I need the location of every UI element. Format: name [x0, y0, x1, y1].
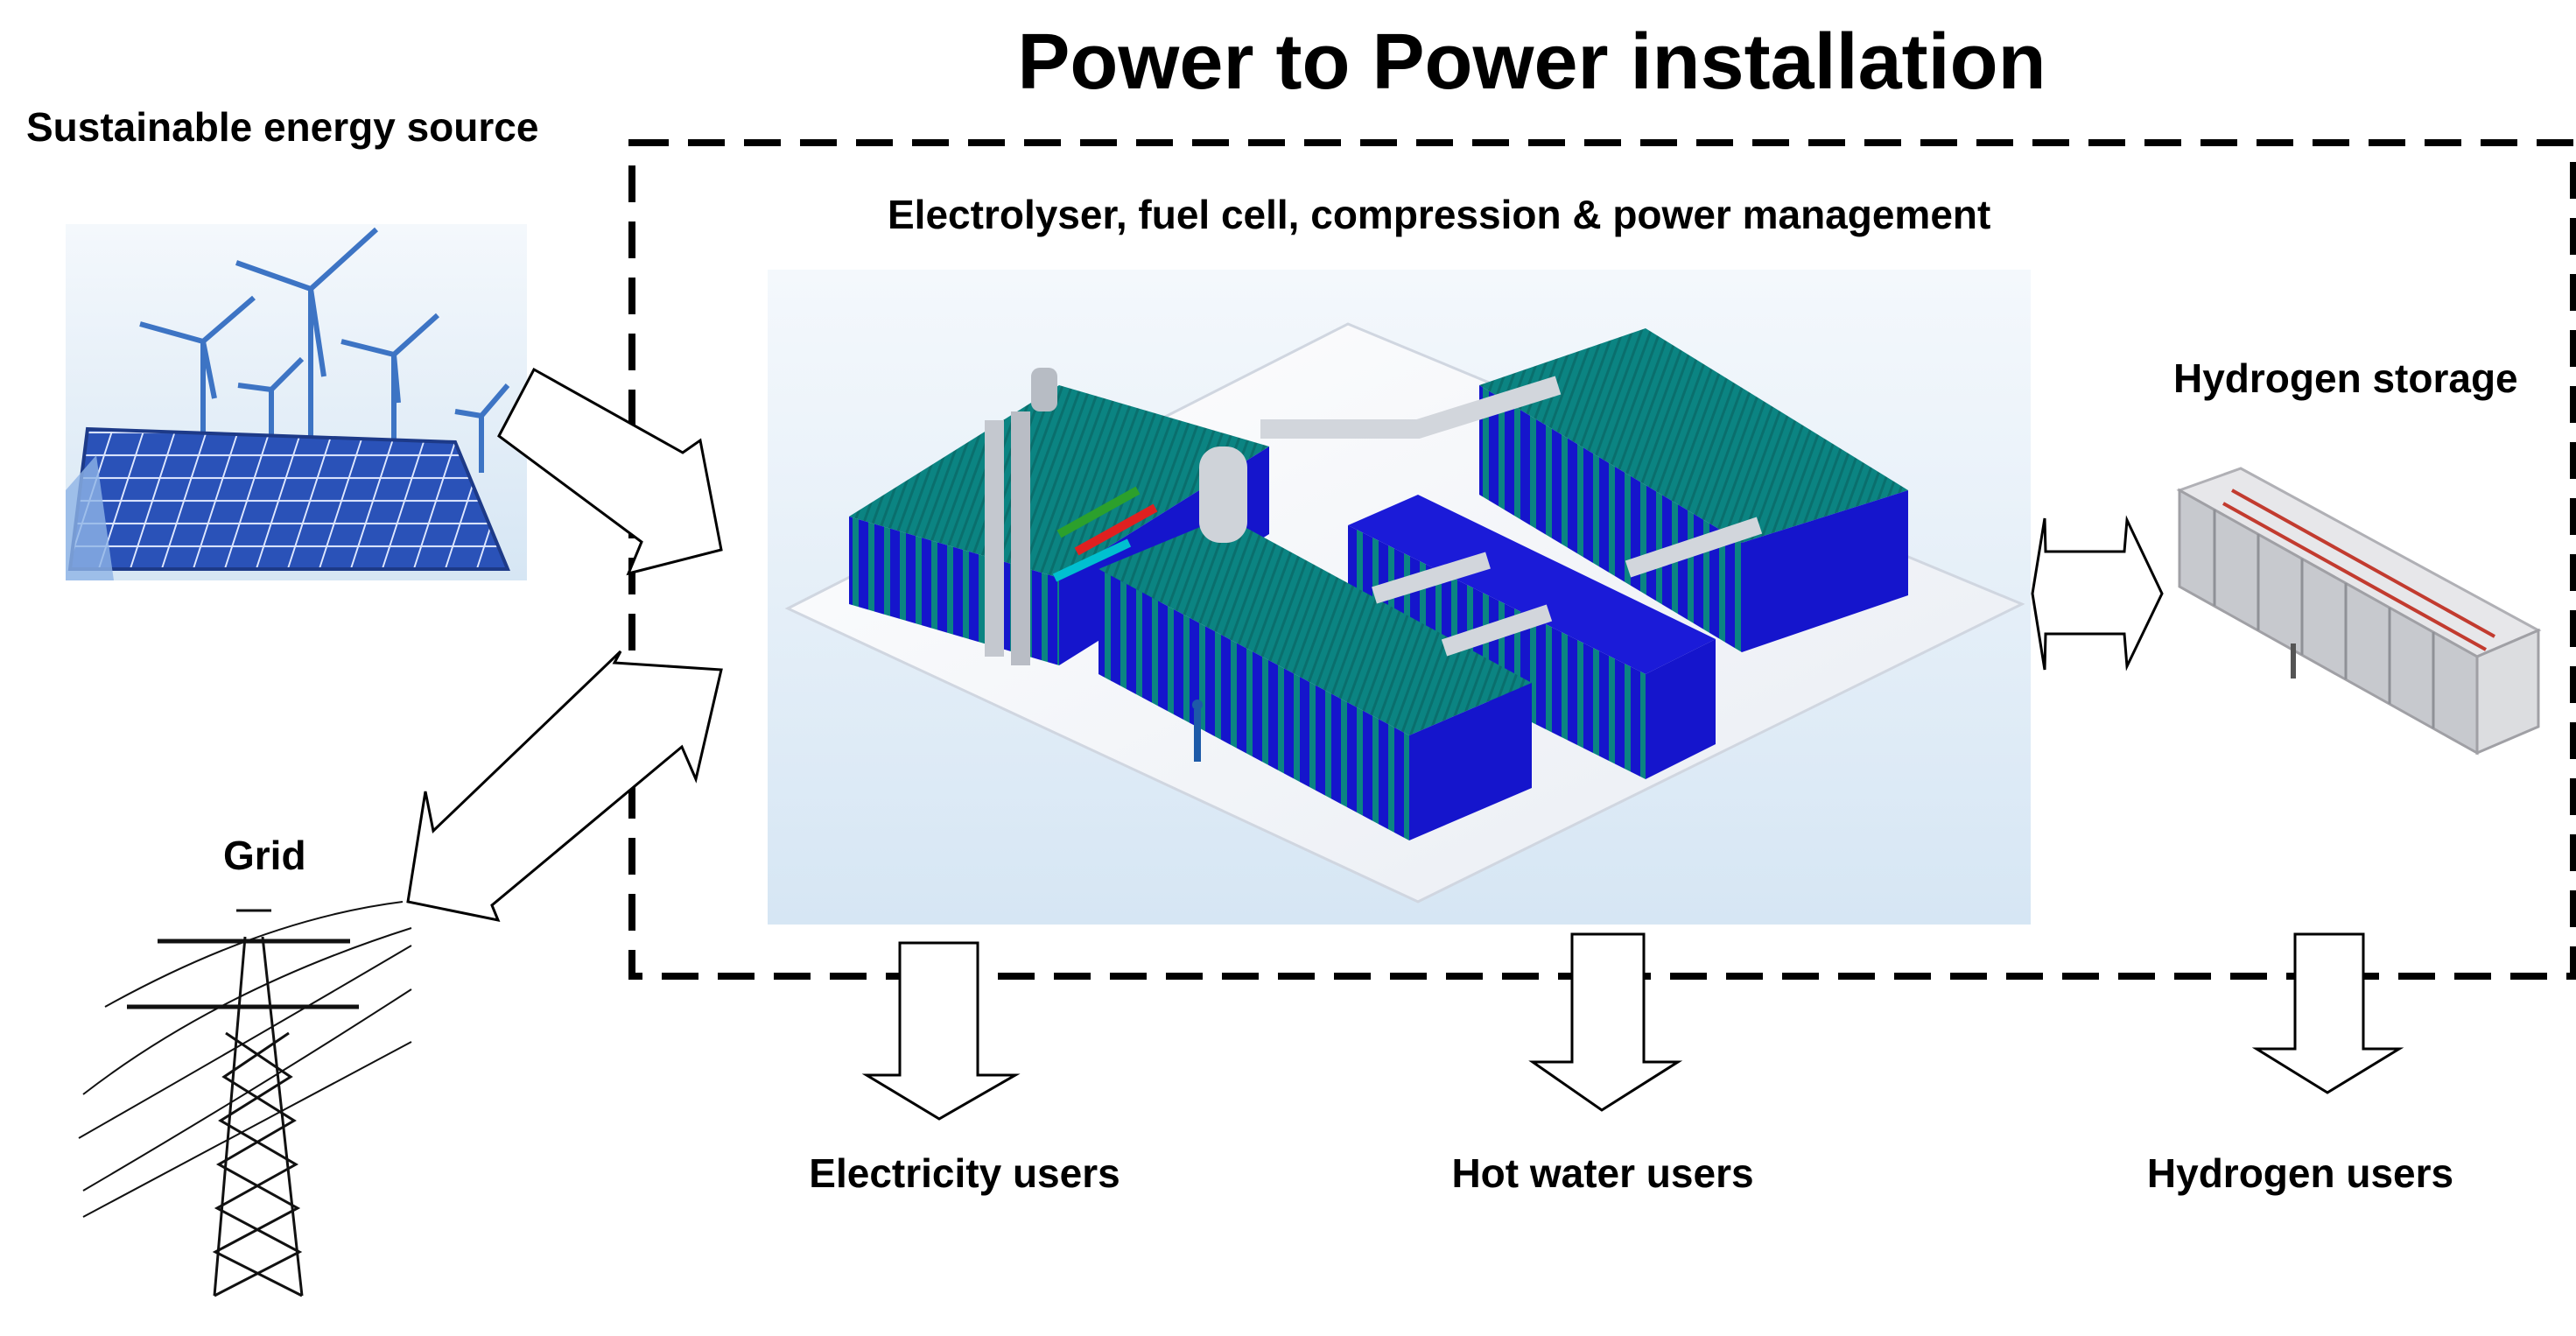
arrow-grid-installation	[406, 650, 723, 923]
solar-wind-image	[66, 224, 527, 580]
electricity-users-label: Electricity users	[809, 1150, 1120, 1196]
installation-image	[768, 270, 2031, 925]
arrow-to-hot-water-users	[1528, 932, 1683, 1112]
hydrogen-users-label: Hydrogen users	[2146, 1150, 2454, 1196]
arrow-installation-storage	[2031, 515, 2164, 672]
flow-arrows	[406, 367, 2404, 1121]
hydrogen-storage-image	[2176, 467, 2542, 756]
grid-pylon-image	[78, 901, 412, 1297]
hydrogen-storage-label: Hydrogen storage	[2173, 355, 2518, 401]
arrow-to-electricity-users	[861, 941, 1021, 1121]
sustainable-energy-label: Sustainable energy source	[26, 104, 539, 150]
arrow-to-hydrogen-users	[2251, 932, 2404, 1094]
diagram-title: Power to Power installation	[1017, 18, 2046, 106]
arrow-source-to-installation	[497, 367, 723, 576]
grid-label: Grid	[223, 833, 306, 878]
installation-label: Electrolyser, fuel cell, compression & p…	[888, 192, 1991, 237]
hot-water-users-label: Hot water users	[1451, 1150, 1754, 1196]
installation-boundary	[628, 139, 2576, 980]
